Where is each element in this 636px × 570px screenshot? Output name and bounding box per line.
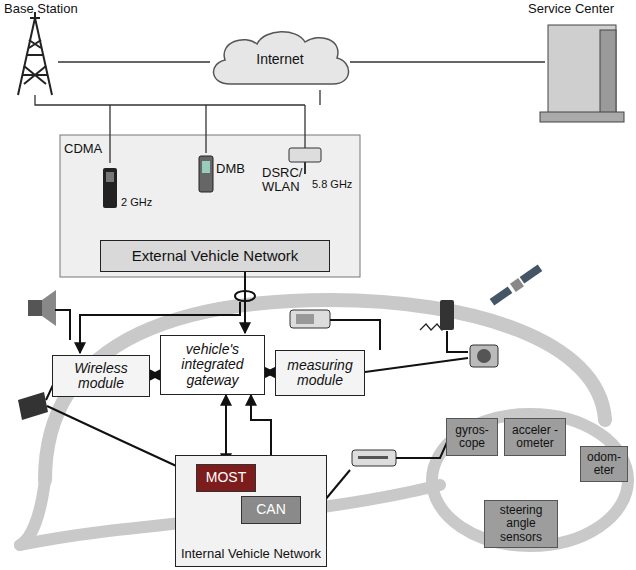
- gps-satellite: [490, 264, 543, 305]
- signal-wire: [55, 310, 70, 340]
- network-wire: [350, 61, 545, 62]
- label-text: 5.8 GHz: [312, 178, 352, 190]
- bus-box: MOST: [196, 464, 256, 492]
- cdma-phone: [103, 168, 117, 208]
- base-station-tower: [22, 40, 48, 84]
- dmb-device: [202, 161, 210, 173]
- vehicle-outline: [432, 414, 628, 546]
- node-text: vehicle's integrated gateway: [164, 342, 261, 388]
- signal-wire: [396, 440, 448, 458]
- dsrc-device: [304, 162, 306, 174]
- sensor-box: odom- eter: [580, 446, 628, 482]
- cd-drive: [352, 450, 396, 466]
- label-text: DMB: [216, 162, 245, 176]
- dmb-device: [199, 156, 213, 192]
- signal-wire: [365, 358, 468, 372]
- speaker: [28, 300, 42, 316]
- signal-wire: [325, 470, 350, 500]
- node-text: acceler -ometer: [508, 424, 562, 450]
- mobile-phone: [440, 300, 454, 330]
- node-text: Wireless module: [56, 361, 146, 392]
- label-text: Base Station: [4, 2, 78, 16]
- sensor-box: gyros- cope: [446, 418, 498, 456]
- service-center-building: [548, 25, 616, 120]
- network-wire: [58, 61, 210, 62]
- vehicle-antenna: [235, 291, 255, 301]
- cdma-phone: [103, 168, 117, 208]
- mobile-phone: [440, 300, 454, 330]
- node-text: gyros- cope: [450, 424, 494, 450]
- node-text: measuring module: [279, 358, 361, 389]
- gateway-box: vehicle's integrated gateway: [160, 335, 265, 395]
- node-text: CAN: [256, 502, 286, 517]
- dmb-device: [199, 156, 213, 192]
- label-text: Service Center: [528, 2, 614, 16]
- network-wire: [319, 90, 320, 105]
- label-text: CDMA: [64, 142, 102, 156]
- gps-receiver: [296, 314, 314, 324]
- signal-wire: [244, 302, 246, 333]
- vehicle-outline: [45, 300, 605, 480]
- gps-receiver: [290, 310, 330, 328]
- camera: [470, 345, 498, 367]
- label-text: 2 GHz: [121, 196, 152, 208]
- node-text: Internal Vehicle Network: [176, 547, 326, 561]
- base-station-tower: [18, 12, 52, 95]
- display-unit: [18, 392, 48, 420]
- node-text: steering angle sensors: [488, 504, 554, 544]
- sensor-box: acceler -ometer: [504, 418, 566, 456]
- speaker: [28, 290, 56, 326]
- module-box: Wireless module: [52, 355, 150, 397]
- network-box: Internal Vehicle Network MOST CAN: [175, 455, 327, 567]
- sensor-box: steering angle sensors: [484, 500, 558, 548]
- display-unit: [18, 392, 48, 420]
- gps-satellite: [490, 286, 513, 305]
- signal-wire: [330, 320, 380, 350]
- network-wire: [205, 105, 206, 153]
- service-center-building: [600, 30, 616, 120]
- signal-wire: [447, 331, 468, 352]
- connector-arrow: [225, 395, 227, 464]
- connector-arrow: [265, 372, 275, 374]
- vehicle-outline: [20, 480, 45, 545]
- node-text: MOST: [206, 470, 246, 485]
- cd-drive: [352, 450, 396, 466]
- camera: [470, 345, 498, 367]
- vehicle-antenna: [244, 272, 246, 300]
- signal-wire: [47, 406, 185, 470]
- gps-satellite: [520, 264, 543, 283]
- node-text: Internet: [256, 52, 303, 67]
- base-station-tower: [18, 18, 52, 95]
- cd-drive: [358, 456, 388, 459]
- label-text: DSRC/ WLAN: [262, 166, 302, 195]
- network-box: External Vehicle Network: [100, 240, 330, 272]
- camera: [477, 349, 491, 363]
- speaker: [42, 290, 56, 326]
- service-center-building: [540, 25, 624, 122]
- service-center-building: [540, 112, 624, 122]
- module-box: measuring module: [275, 350, 365, 396]
- network-wire: [109, 105, 110, 163]
- internet-cloud: Internet: [205, 26, 355, 94]
- gps-receiver: [290, 310, 330, 328]
- network-wire: [35, 95, 305, 105]
- connector-arrow: [150, 374, 160, 376]
- network-wire: [304, 105, 305, 148]
- dsrc-device: [289, 148, 321, 162]
- node-text: External Vehicle Network: [132, 248, 299, 265]
- network-region: [60, 135, 360, 277]
- cdma-phone: [106, 172, 114, 182]
- vehicle-antenna: [235, 272, 255, 301]
- cloud-outline: [214, 32, 349, 84]
- node-text: odom- eter: [584, 451, 624, 477]
- bus-box: CAN: [241, 496, 301, 524]
